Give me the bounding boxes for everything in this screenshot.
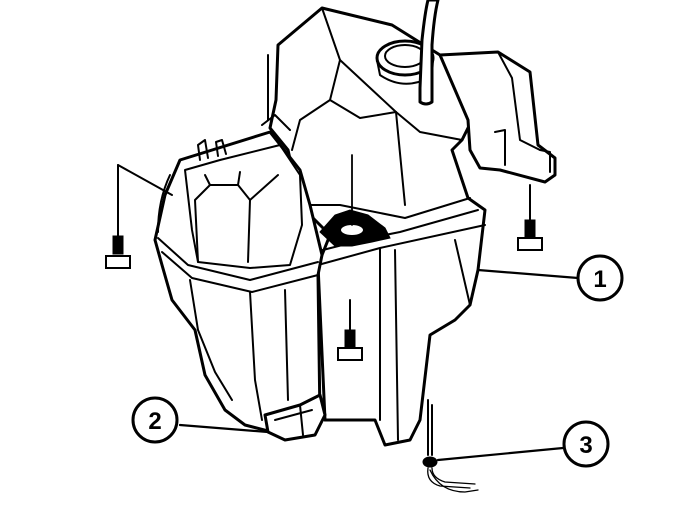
callout-3: 3 bbox=[562, 420, 610, 468]
callout-1: 1 bbox=[576, 254, 624, 302]
callout-2: 2 bbox=[131, 396, 179, 444]
callout-2-label: 2 bbox=[148, 408, 161, 435]
callout-3-label: 3 bbox=[579, 432, 592, 459]
leader-lines bbox=[178, 268, 580, 462]
mounting-spider bbox=[319, 154, 391, 247]
reservoir-front-tank bbox=[153, 130, 324, 434]
bolt-center bbox=[337, 299, 363, 361]
bolt-right bbox=[517, 184, 543, 251]
filler-neck bbox=[375, 0, 440, 106]
callout-1-label: 1 bbox=[593, 266, 606, 293]
level-sensor bbox=[422, 399, 479, 493]
bolt-left bbox=[105, 164, 173, 269]
washer-pump bbox=[263, 393, 327, 442]
